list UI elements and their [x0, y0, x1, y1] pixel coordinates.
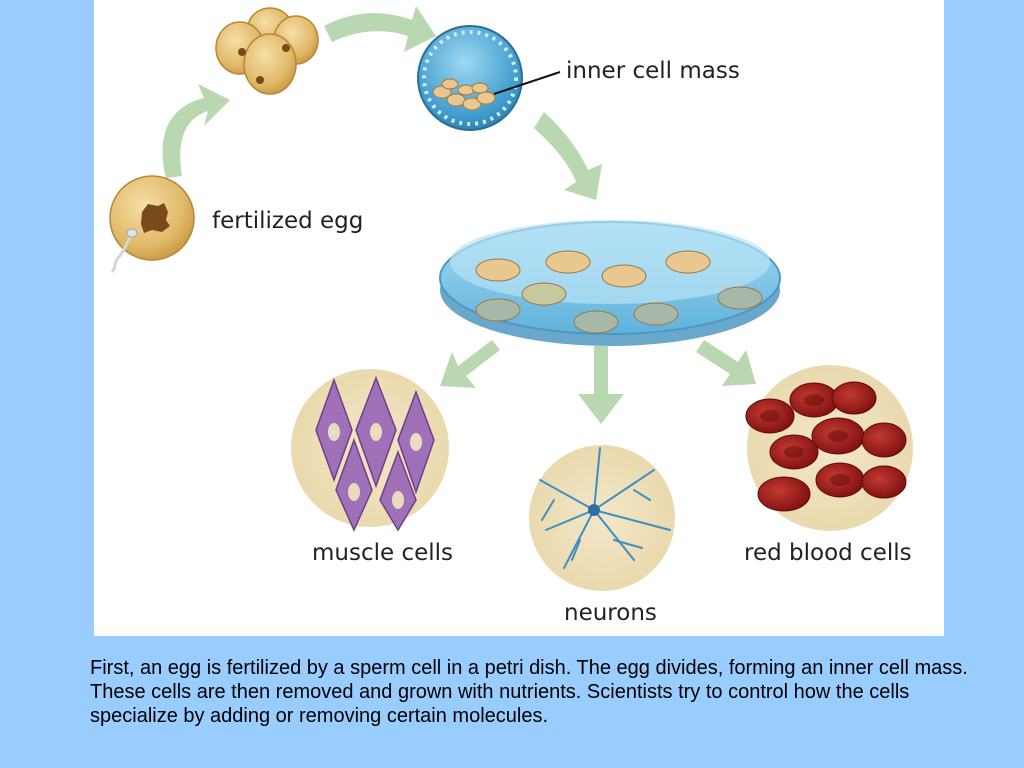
- arrow-cluster-to-blastocyst: [324, 6, 436, 52]
- red-blood-cells-circle: [741, 359, 919, 537]
- diagram-panel: inner cell mass fertilized egg muscle ce…: [94, 0, 944, 636]
- sperm-cell: [110, 233, 134, 274]
- arrows: [162, 6, 756, 424]
- cell-cluster: [215, 7, 319, 95]
- stem-cell-diagram: [109, 6, 919, 597]
- arrow-dish-to-neurons: [578, 346, 624, 424]
- neurons-label: neurons: [564, 600, 657, 626]
- caption-text: First, an egg is fertilized by a sperm c…: [90, 657, 968, 727]
- red-blood-cells-label: red blood cells: [744, 540, 912, 566]
- fertilized-egg-label: fertilized egg: [212, 208, 364, 234]
- blastocyst: [417, 25, 561, 131]
- muscle-cells-circle: [285, 363, 455, 533]
- arrow-dish-to-blood: [696, 340, 756, 386]
- inner-cell-mass-pointer: [493, 71, 561, 95]
- neurons-circle: [523, 439, 681, 597]
- dish-cells: [475, 250, 763, 334]
- arrow-egg-to-cluster: [162, 84, 230, 178]
- muscle-cells-label: muscle cells: [312, 540, 454, 566]
- fertilized-egg: [109, 175, 195, 274]
- inner-cell-mass-label: inner cell mass: [566, 58, 740, 84]
- petri-dish: [439, 220, 781, 346]
- arrow-dish-to-muscle: [440, 340, 500, 388]
- arrow-blastocyst-to-dish: [534, 112, 602, 200]
